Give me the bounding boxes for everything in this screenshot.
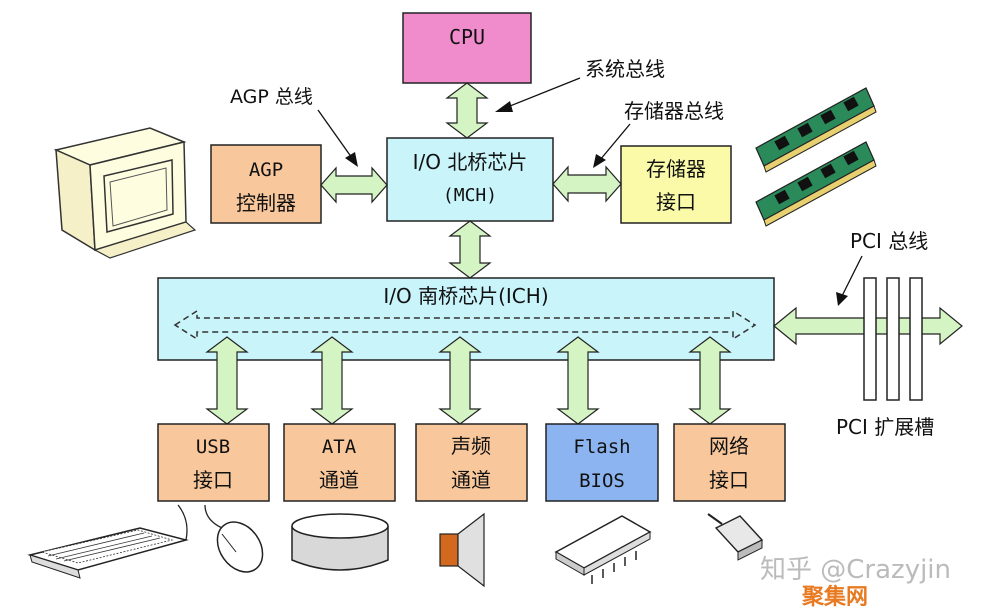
mch-label-line2: (MCH) [443,185,497,206]
pci-bus-pointer [841,255,863,297]
mch-box: I/O 北桥芯片 (MCH) [386,137,554,222]
usb-label-line1: USB [196,436,230,458]
keyboard-icon [27,504,189,579]
pci-slot-1 [863,277,877,401]
memory-module-icon [755,87,877,173]
mch-label-line1: I/O 北桥芯片 [413,150,528,174]
system-bus-pointer [504,77,581,109]
network-label-line2: 接口 [709,468,749,492]
memory-bus-label: 存储器总线 [624,99,724,123]
memory-label-line1: 存储器 [646,157,706,181]
pci-bus-label: PCI 总线 [850,229,928,253]
usb-arrow [205,336,249,425]
memory-bus-arrow [552,165,622,203]
flash-bios-box: Flash BIOS [545,423,659,502]
system-bus-pointer-head [495,101,513,112]
ata-label-line1: ATA [322,436,357,458]
network-connector-icon [707,513,764,561]
memory-label-line2: 接口 [656,190,696,214]
network-label-line1: 网络 [709,434,749,458]
mouse-icon [204,504,264,573]
audio-label-line2: 通道 [451,468,491,492]
flash-arrow [556,336,600,425]
pci-slot-2 [886,277,900,401]
device-arrows [205,336,732,425]
watermark-text: 知乎 @Crazyjin [760,555,951,585]
flash-label-line2: BIOS [579,470,625,492]
agp-bus-pointer-head [345,152,358,167]
pci-slots [863,277,923,401]
audio-arrow [438,336,482,425]
pci-slots-label: PCI 扩展槽 [836,415,934,439]
memory-bus-pointer-head [593,154,606,168]
ata-box: ATA 通道 [283,423,396,502]
net-arrow [688,336,732,425]
usb-box: USB 接口 [157,423,270,502]
flash-chip-icon [554,515,652,584]
disk-drive-icon [291,513,389,571]
monitor-icon [53,127,197,259]
ich-internal-bus [173,309,757,341]
mch-ich-arrow [448,220,492,279]
speaker-icon [439,512,485,588]
system-bus-label: 系统总线 [585,57,665,81]
network-box: 网络 接口 [673,423,786,502]
memory-bus-pointer [599,123,631,161]
ata-label-line2: 通道 [319,468,359,492]
agp-bus-arrow [320,166,388,204]
pci-bus-pointer-head [836,292,848,306]
memory-module-icon-2 [755,141,877,227]
audio-box: 声频 通道 [415,423,528,502]
flash-label-line1: Flash [573,436,630,458]
ich-label: I/O 南桥芯片(ICH) [383,284,548,308]
agp-label-line1: AGP [249,159,283,181]
cpu-label: CPU [449,25,485,49]
audio-label-line1: 声频 [451,434,491,458]
system-bus-arrow [445,82,489,139]
agp-controller-box: AGP 控制器 [210,144,322,224]
agp-label-line2: 控制器 [236,191,296,215]
agp-bus-pointer [317,109,353,159]
agp-bus-label: AGP 总线 [230,86,313,108]
pci-slot-3 [909,277,923,401]
usb-label-line2: 接口 [193,468,233,492]
memory-interface-box: 存储器 接口 [620,145,732,224]
watermark-logo: 聚集网 [801,584,868,610]
cpu-box: CPU [402,12,532,84]
ata-arrow [310,336,354,425]
